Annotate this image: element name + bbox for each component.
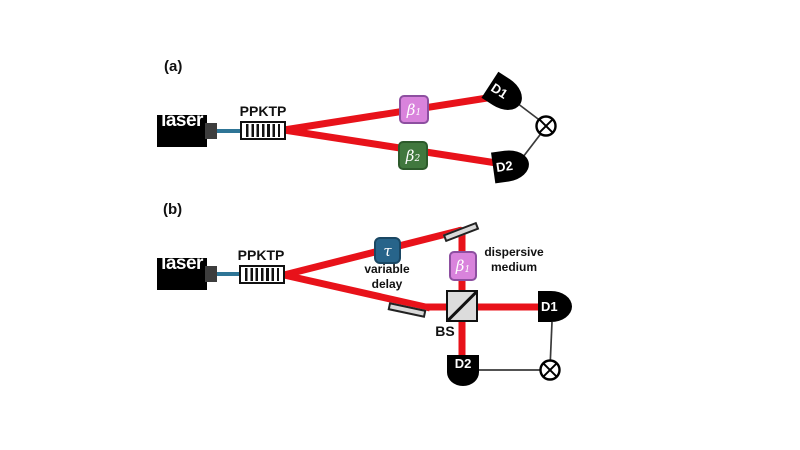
beta2-a-symbol: β: [405, 146, 415, 165]
laser-b-label: laser: [161, 258, 203, 274]
beam-b-lower: [283, 271, 431, 312]
detector-d2-b-label: D2: [454, 356, 472, 371]
tau-delay-box: τ: [374, 237, 401, 264]
beta1-b-subscript: 1: [464, 264, 471, 275]
laser-a-connector: [205, 123, 217, 139]
beam-b-upper: [283, 226, 463, 279]
crystal-stripes-icon: [245, 268, 279, 281]
detector-d2-a-label: D2: [495, 157, 514, 176]
ppktp-crystal-b: [239, 265, 285, 284]
beam-a-lower: [283, 126, 504, 168]
ppktp-a-label: PPKTP: [239, 103, 287, 119]
detector-d1-a-label: D1: [488, 80, 511, 102]
detector-d2-b: D2: [447, 355, 479, 386]
ppktp-crystal-a: [240, 121, 286, 140]
variable-delay-caption: variable delay: [364, 262, 410, 291]
laser-b: laser: [157, 258, 207, 290]
beta1-a-symbol: β: [406, 100, 416, 119]
laser-a-label: laser: [161, 115, 203, 131]
beam-a-upper: [283, 92, 501, 134]
beamsplitter: [446, 290, 478, 322]
correlator-icon-b: [539, 359, 561, 381]
detector-d1-b-label: D1: [541, 299, 558, 314]
correlator-icon-a: [535, 115, 557, 137]
laser-b-connector: [205, 266, 217, 282]
crystal-stripes-icon: [246, 124, 280, 137]
tau-symbol: τ: [383, 241, 392, 260]
beamsplitter-diagonal: [446, 290, 478, 322]
ppktp-b-label: PPKTP: [237, 247, 285, 263]
beta2-a-subscript: 2: [414, 154, 421, 164]
detector-d1-b: D1: [538, 291, 572, 322]
panel-a-label: (a): [164, 58, 183, 75]
panel-b-label: (b): [163, 201, 183, 218]
laser-a: laser: [157, 115, 207, 147]
beamsplitter-label: BS: [435, 323, 455, 339]
dispersive-medium-caption: dispersive medium: [484, 245, 544, 274]
beta1-a-subscript: 1: [415, 108, 422, 118]
beta1-b-symbol: β: [455, 257, 465, 275]
